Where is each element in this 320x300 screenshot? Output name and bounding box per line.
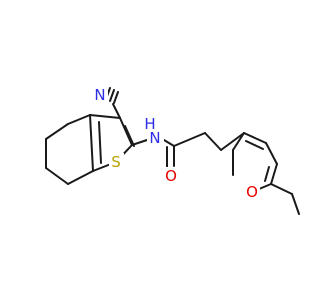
bond — [45, 123, 69, 140]
furan-oxygen-label: O — [246, 183, 258, 201]
carbonyl-oxygen-label: O — [165, 167, 177, 185]
thiophene-sulfur-label: S — [111, 153, 121, 171]
atom-labels: N N H S O O — [93, 86, 260, 201]
amide-nitrogen-label: N — [149, 129, 160, 147]
bond — [270, 183, 293, 195]
bond — [232, 132, 245, 151]
bond — [265, 142, 278, 165]
nitrile-nitrogen-label: N — [94, 86, 105, 104]
bond — [112, 103, 121, 119]
bond — [220, 132, 245, 151]
bond — [45, 167, 69, 185]
amide-hydrogen-label: H — [144, 115, 155, 133]
bond — [67, 114, 91, 125]
bond — [67, 170, 94, 185]
bond — [124, 125, 135, 147]
chemical-structure: N N H S O O — [45, 86, 300, 215]
bond — [131, 139, 148, 146]
label-background — [93, 87, 108, 104]
label-background — [244, 183, 260, 200]
bond — [113, 91, 119, 104]
bond — [258, 183, 272, 190]
label-background — [147, 132, 164, 158]
bond — [243, 132, 267, 144]
bond-layer — [45, 87, 300, 215]
label-background — [109, 153, 124, 171]
bond — [270, 163, 278, 185]
bond — [245, 140, 264, 150]
bond — [204, 132, 222, 151]
label-background — [164, 167, 180, 184]
bond — [98, 121, 102, 164]
bond — [264, 166, 270, 182]
bond — [119, 117, 133, 146]
bond — [109, 89, 115, 102]
bond — [173, 132, 206, 147]
bond — [89, 114, 121, 119]
bond — [291, 193, 300, 215]
bond — [89, 114, 94, 172]
bond — [163, 139, 175, 147]
